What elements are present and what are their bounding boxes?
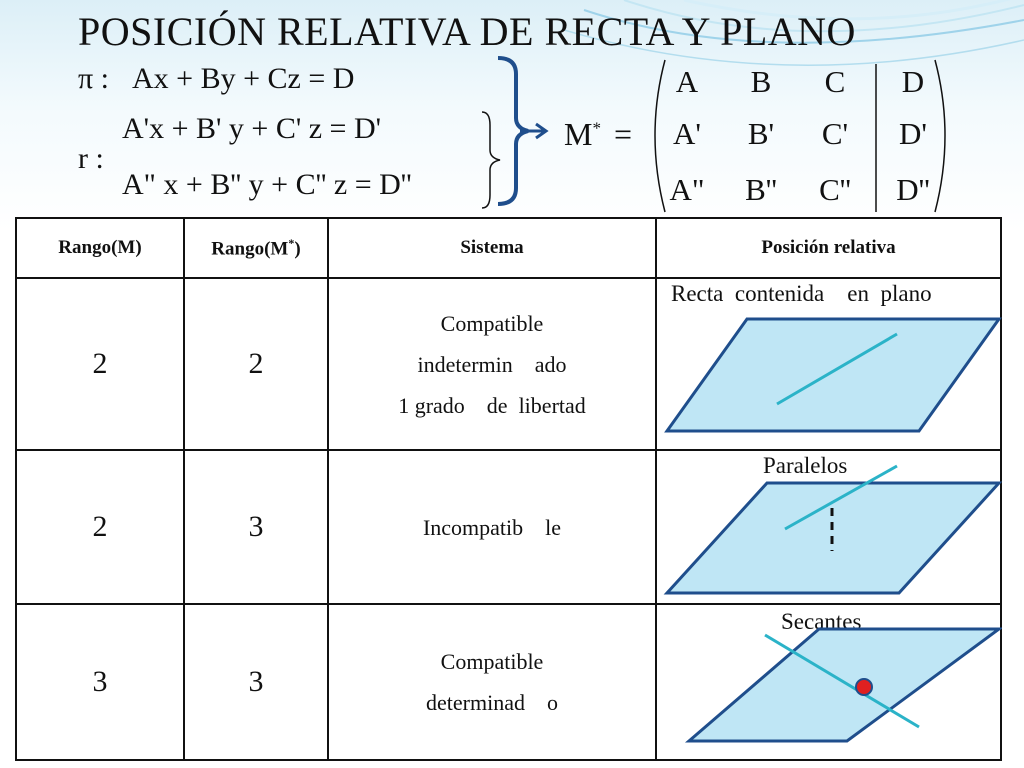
- table-row: 3 3 Compatible determinad o Secantes: [15, 603, 1002, 761]
- line-shape: [764, 633, 920, 729]
- position-label: Recta contenida en plano: [671, 281, 932, 306]
- matrix-right-paren: [934, 59, 946, 213]
- matrix-cell: C': [821, 116, 849, 151]
- matrix-cell: B': [747, 116, 775, 151]
- header-system: Sistema: [327, 217, 657, 279]
- header-rank-m: Rango(M): [15, 217, 185, 279]
- table-row: 2 3 Incompatib le Paralelos: [15, 449, 1002, 605]
- line-equation-1: A'x + B' y + C' z = D': [122, 112, 382, 145]
- system-cell: Incompatib le: [327, 449, 657, 605]
- system-cell: Compatible indetermin ado 1 grado de lib…: [327, 277, 657, 451]
- rank-m-cell: 3: [15, 603, 185, 761]
- braces-and-matrix-bars: [481, 56, 946, 213]
- matrix-cell: D: [901, 64, 925, 99]
- header-position: Posición relativa: [655, 217, 1002, 279]
- plane-shape: [664, 317, 1002, 433]
- matrix-cell: A: [675, 64, 699, 99]
- matrix-cell: B: [750, 64, 772, 99]
- line-system-brace: [481, 111, 501, 209]
- line-equation-2: A" x + B'' y + C'' z = D'': [122, 168, 412, 201]
- system-cell: Compatible determinad o: [327, 603, 657, 761]
- plane-shape: [684, 627, 1002, 743]
- arrow-icon: [520, 122, 549, 140]
- rank-m-cell: 2: [15, 449, 185, 605]
- rank-m-cell: 2: [15, 277, 185, 451]
- matrix-cell: D': [899, 116, 927, 151]
- matrix-cell: C: [824, 64, 846, 99]
- position-cell: Secantes: [655, 603, 1002, 761]
- table-row: 2 2 Compatible indetermin ado 1 grado de…: [15, 277, 1002, 451]
- matrix-cell: A": [669, 172, 705, 207]
- secant-line-diagram: [684, 627, 1002, 743]
- system-line: 1 grado de libertad: [398, 392, 586, 418]
- table-header-row: Rango(M) Rango(M*) Sistema Posición rela…: [15, 217, 1002, 279]
- line-shape: [784, 464, 898, 531]
- position-label: Paralelos: [763, 453, 848, 478]
- plane-equation: Ax + By + Cz = D: [132, 62, 355, 95]
- line-shape: [776, 332, 898, 406]
- position-cell: Paralelos: [655, 449, 1002, 605]
- slide-title: POSICIÓN RELATIVA DE RECTA Y PLANO: [78, 9, 856, 54]
- intersection-point: [855, 678, 873, 696]
- system-line: Incompatib le: [422, 514, 562, 540]
- system-line: Compatible: [440, 649, 544, 674]
- matrix-label: M*: [564, 116, 601, 152]
- parallel-line-diagram: [663, 464, 1002, 595]
- line-label: r :: [78, 142, 104, 175]
- contained-line-diagram: [664, 317, 1002, 433]
- system-line: determinad o: [426, 690, 558, 715]
- matrix-cell: D'': [896, 172, 930, 207]
- matrix-cell: A': [673, 116, 701, 151]
- matrix-left-paren: [654, 59, 666, 213]
- matrix-cell: B'': [745, 172, 777, 207]
- header-rank-m-star: Rango(M*): [183, 217, 329, 279]
- matrix-cell: C'': [819, 172, 851, 207]
- rank-m-star-cell: 3: [183, 603, 329, 761]
- header-decoration: [564, 0, 1024, 66]
- position-cell: Recta contenida en plano: [655, 277, 1002, 451]
- rank-m-star-cell: 3: [183, 449, 329, 605]
- system-line: Compatible: [440, 310, 544, 336]
- system-line: indetermin ado: [417, 351, 567, 377]
- plane-label: π :: [78, 62, 109, 95]
- matrix-equals: =: [614, 116, 633, 152]
- classification-table: Rango(M) Rango(M*) Sistema Posición rela…: [15, 217, 1002, 761]
- rank-m-star-cell: 2: [183, 277, 329, 451]
